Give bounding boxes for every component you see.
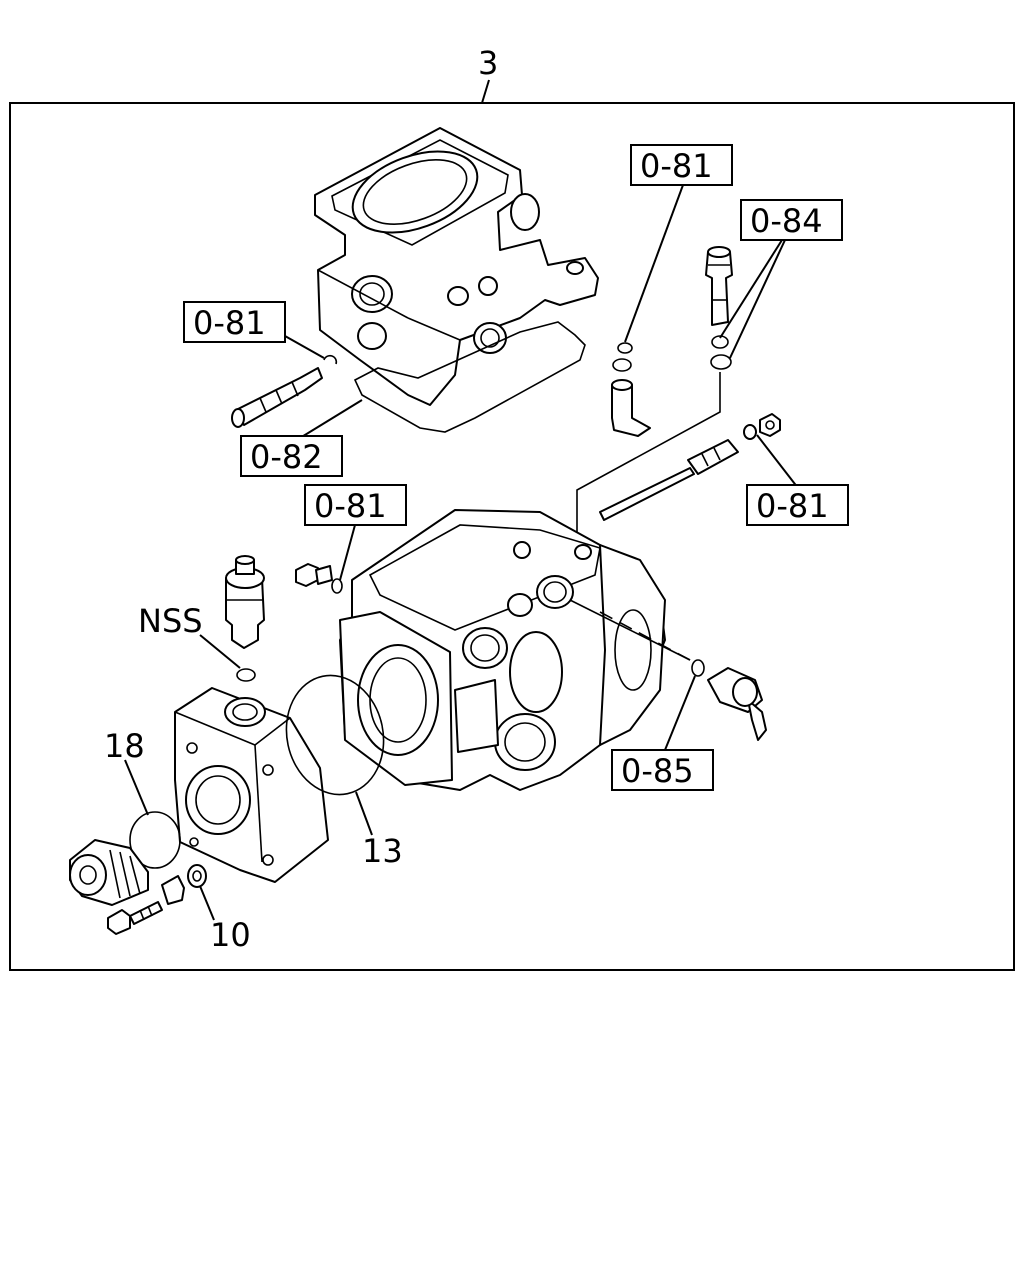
callout-081-mid: 0-81	[304, 484, 407, 526]
main-pump-body	[339, 509, 691, 791]
front-cover-plate	[174, 687, 329, 883]
large-o-ring	[285, 674, 385, 796]
svg-text:0-81: 0-81	[640, 147, 713, 185]
leader-dash-right	[599, 611, 691, 661]
leader-10	[199, 885, 215, 921]
center-valve	[611, 342, 651, 437]
svg-text:0-81: 0-81	[756, 487, 829, 525]
leader-081-right	[756, 434, 799, 489]
leader-084-b	[729, 239, 786, 359]
right-rod-fitting	[599, 413, 781, 521]
svg-text:0-84: 0-84	[750, 202, 823, 240]
svg-text:0-82: 0-82	[250, 438, 323, 476]
callout-nss: NSS	[138, 602, 203, 640]
leader-081-left	[284, 335, 325, 359]
threaded-plug	[69, 811, 181, 906]
cover-screw	[107, 864, 207, 935]
svg-text:0-85: 0-85	[621, 752, 694, 790]
upper-gasket	[353, 321, 586, 433]
svg-text:0-81: 0-81	[314, 487, 387, 525]
right-sensor	[691, 659, 767, 741]
callout-084: 0-84	[740, 199, 843, 241]
leader-081-top	[624, 184, 684, 343]
callout-18: 18	[104, 727, 145, 765]
leader-nss	[199, 634, 241, 669]
body-bolt-washer	[295, 563, 343, 594]
assembly-leader	[481, 79, 490, 104]
leader-18	[124, 759, 149, 816]
solenoid-valve	[225, 555, 265, 682]
assembly-ref-label: 3	[478, 44, 498, 82]
leader-085	[664, 675, 696, 751]
leader-082	[299, 399, 363, 439]
upper-housing	[314, 127, 599, 406]
callout-082: 0-82	[240, 435, 343, 477]
top-right-valve	[576, 246, 733, 545]
callout-085: 0-85	[611, 749, 714, 791]
leader-13	[355, 791, 373, 836]
leader-084-a	[719, 239, 783, 339]
left-nipple-fitting	[231, 354, 338, 428]
callout-081-right: 0-81	[746, 484, 849, 526]
callout-10: 10	[210, 916, 251, 954]
diagram-frame	[9, 102, 1015, 971]
svg-text:0-81: 0-81	[193, 304, 266, 342]
callout-081-left: 0-81	[183, 301, 286, 343]
callout-081-top: 0-81	[630, 144, 733, 186]
callout-13: 13	[362, 832, 403, 870]
leader-081-mid	[339, 524, 356, 581]
